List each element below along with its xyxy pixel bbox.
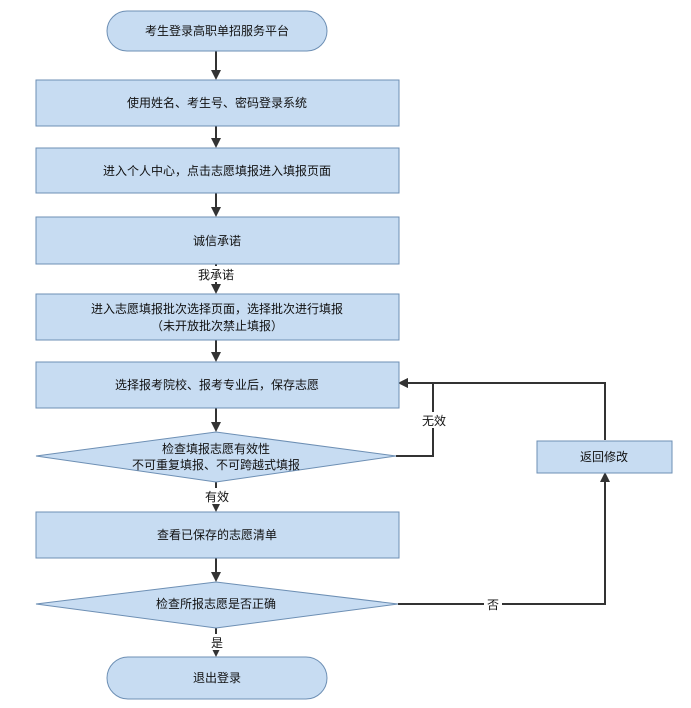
view-list-step <box>35 511 400 559</box>
start-node-label: 考生登录高职单招服务平台 <box>145 23 289 38</box>
valid-label-bg <box>201 488 233 504</box>
select-step-label: 选择报考院校、报考专业后，保存志愿 <box>115 377 319 392</box>
invalid-edge-label: 无效 <box>422 413 446 428</box>
batch-step-label-line1: 进入志愿填报批次选择页面，选择批次进行填报 <box>91 301 343 316</box>
login-step-label: 使用姓名、考生号、密码登录系统 <box>127 95 307 110</box>
validity-decision-label-line2: 不可重复填报、不可跨越式填报 <box>132 457 300 472</box>
invalid-label-bg <box>418 412 450 428</box>
edge-no-to-return <box>398 472 610 605</box>
yes-edge-label: 是 <box>211 636 223 650</box>
end-node-label: 退出登录 <box>193 670 241 685</box>
login-step <box>35 79 400 127</box>
yes-label-bg <box>208 634 226 650</box>
end-node <box>106 656 328 700</box>
valid-edge-label: 有效 <box>205 489 229 504</box>
promise-label-bg <box>190 266 242 282</box>
correctness-decision-label: 检查所报志愿是否正确 <box>156 596 276 611</box>
view-list-step-label: 查看已保存的志愿清单 <box>157 527 277 542</box>
promise-edge-label: 我承诺 <box>198 268 234 282</box>
batch-step <box>35 293 400 341</box>
validity-decision <box>35 431 397 483</box>
promise-step <box>35 216 400 265</box>
no-edge-label: 否 <box>487 598 499 612</box>
select-step <box>35 361 400 409</box>
correctness-decision <box>35 581 399 629</box>
batch-step-label-line2: （未开放批次禁止填报） <box>151 318 283 333</box>
promise-step-label: 诚信承诺 <box>193 234 241 248</box>
start-node <box>106 10 328 52</box>
edge-return-to-select <box>398 378 606 440</box>
return-step <box>536 440 673 474</box>
return-step-label: 返回修改 <box>580 449 628 464</box>
enter-center-step-label: 进入个人中心，点击志愿填报进入填报页面 <box>103 163 331 178</box>
no-label-bg <box>484 596 502 612</box>
validity-decision-label-line1: 检查填报志愿有效性 <box>162 441 270 456</box>
enter-center-step <box>35 147 400 194</box>
